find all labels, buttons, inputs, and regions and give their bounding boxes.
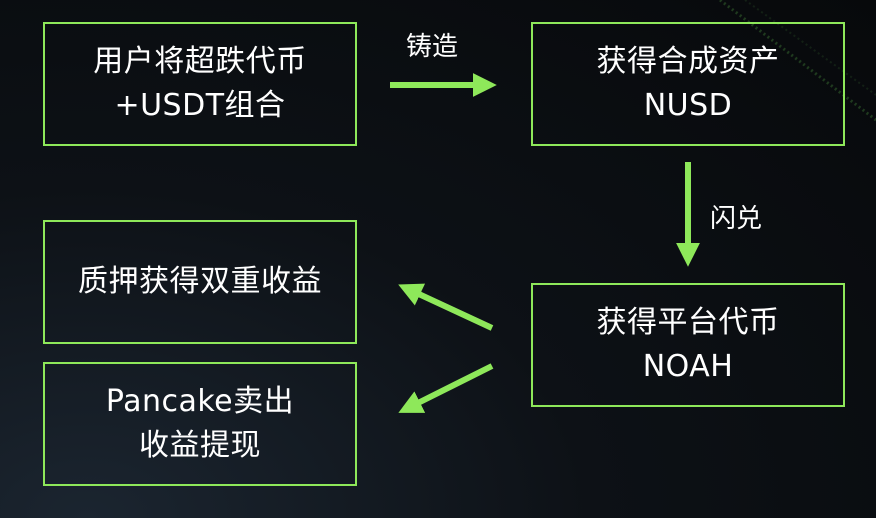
node-platform-line1: 获得平台代币 <box>596 305 780 340</box>
arrow-to-pancake <box>398 363 494 413</box>
node-pancake: Pancake卖出 收益提现 <box>43 362 357 486</box>
node-pancake-line2: 收益提现 <box>139 428 261 463</box>
node-synthetic-asset: 获得合成资产 NUSD <box>531 22 845 146</box>
node-user-combo: 用户将超跌代币 +USDT组合 <box>43 22 357 146</box>
node-user-combo-line1: 用户将超跌代币 <box>93 44 307 79</box>
edge-label-mint: 铸造 <box>406 32 459 62</box>
node-synthetic-line1: 获得合成资产 <box>596 44 780 79</box>
node-platform-token: 获得平台代币 NOAH <box>531 283 845 407</box>
node-pancake-line1: Pancake卖出 <box>105 384 295 419</box>
node-user-combo-line2: +USDT组合 <box>114 88 286 123</box>
node-stake: 质押获得双重收益 <box>43 220 357 344</box>
node-synthetic-line2: NUSD <box>643 88 733 123</box>
arrow-to-stake <box>398 283 494 331</box>
node-platform-line2: NOAH <box>642 349 734 384</box>
edge-label-flash: 闪兑 <box>710 204 763 234</box>
node-stake-line1: 质押获得双重收益 <box>78 264 322 299</box>
